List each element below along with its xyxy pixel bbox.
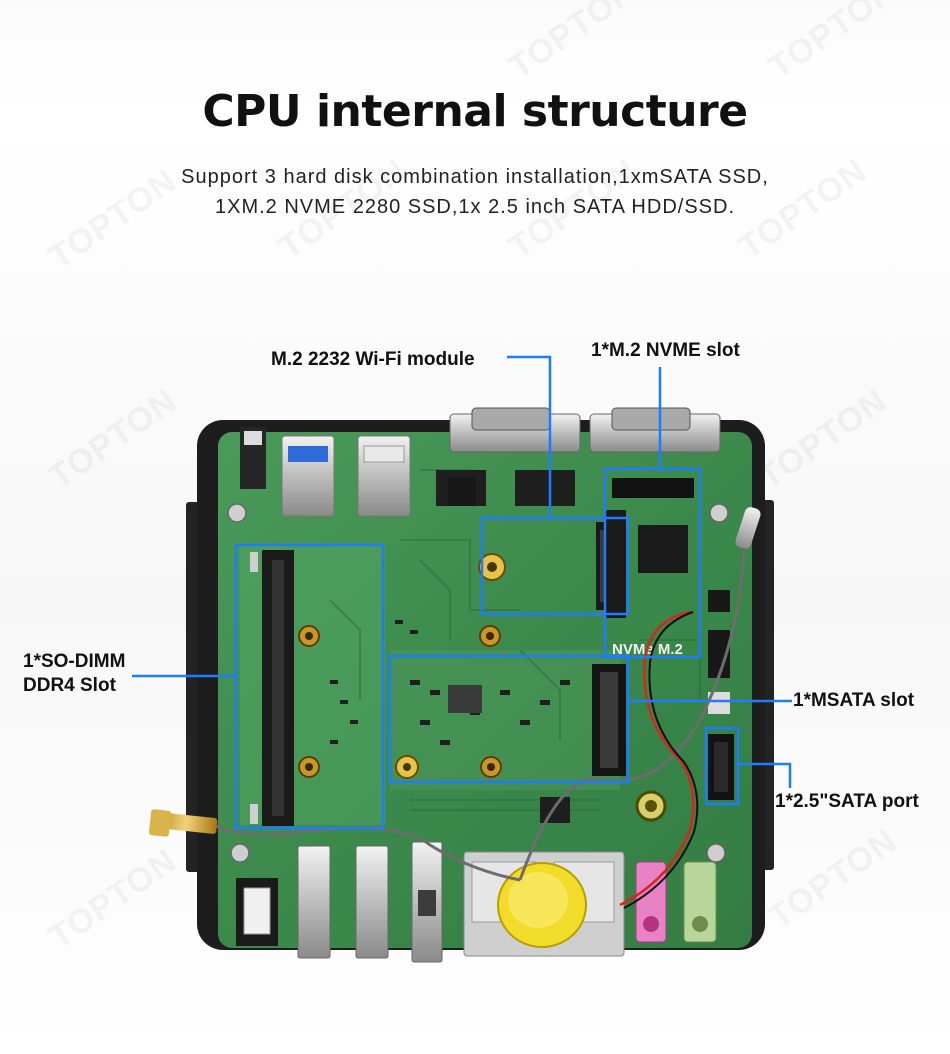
sata-port: [708, 734, 734, 800]
pin-headers: [448, 478, 730, 714]
callout-label-wifi: M.2 2232 Wi-Fi module: [271, 349, 475, 370]
callout-label-sodimm-line2: DDR4 Slot: [23, 675, 116, 696]
callout-line-sata: [738, 762, 792, 788]
callout-box-wifi: [480, 516, 630, 616]
callout-label-msata: 1*MSATA slot: [793, 690, 915, 711]
callout-box-msata: [388, 654, 630, 784]
standoffs: [298, 553, 667, 822]
callout-line-wifi: [507, 355, 552, 518]
screws: [227, 503, 729, 863]
top-io: [240, 407, 721, 517]
cmos-battery: [497, 862, 587, 948]
antenna-connector: [148, 507, 761, 837]
subtitle-line-1: Support 3 hard disk combination installa…: [181, 166, 769, 188]
callout-box-nvme: [603, 467, 702, 659]
callout-overlay: [132, 355, 792, 830]
chips: [448, 525, 688, 823]
callout-box-sodimm: [234, 543, 385, 830]
callout-label-nvme: 1*M.2 NVME slot: [591, 340, 740, 361]
sodimm-slot: [250, 550, 294, 826]
callout-label-sata: 1*2.5"SATA port: [775, 791, 919, 812]
page-title: CPU internal structure: [202, 86, 748, 137]
callout-box-sata: [704, 726, 740, 806]
callout-label-sodimm-line1: 1*SO-DIMM: [23, 651, 126, 672]
subtitle-line-2: 1XM.2 NVME 2280 SSD,1x 2.5 inch SATA HDD…: [215, 196, 735, 218]
msata-slot-area: [592, 664, 626, 776]
